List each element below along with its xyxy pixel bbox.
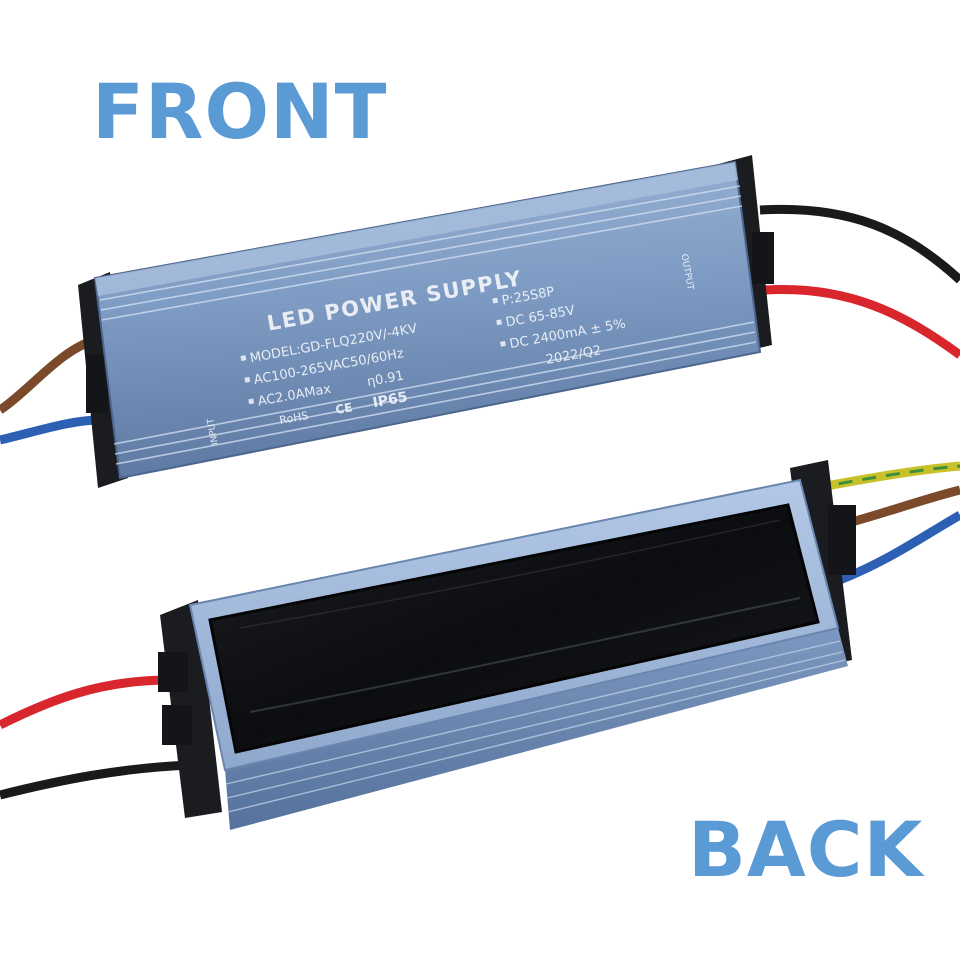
cert-ce: CE [334, 400, 353, 417]
front-left-tab [86, 355, 108, 413]
back-right-tab [828, 505, 856, 575]
back-potting-sheen-2 [239, 519, 781, 629]
back-yellow-green-stripe [814, 464, 960, 490]
front-grooves [99, 185, 757, 465]
front-right-tab [752, 232, 774, 284]
cert-rohs: RoHS [278, 409, 309, 427]
front-red-wire [764, 284, 960, 359]
input-marker: INPUT [206, 417, 221, 446]
front-brown-wire [0, 335, 97, 414]
back-blue-wire [838, 511, 960, 585]
front-blue-wire [0, 415, 101, 445]
front-black-wire [759, 204, 960, 284]
back-black-wire [0, 760, 191, 800]
back-heading: BACK [688, 805, 924, 894]
back-power-supply [158, 460, 856, 830]
back-left-tab-lower [162, 705, 192, 745]
cert-ip65: IP65 [372, 389, 409, 411]
back-red-wire [0, 675, 171, 730]
back-housing-side [225, 628, 848, 830]
back-side-grooves [225, 640, 846, 813]
front-heading: FRONT [92, 67, 388, 156]
front-power-supply: LED POWER SUPPLY INPUT OUTPUT MODEL:GD-F… [78, 155, 774, 488]
spec-efficiency: η0.91 [366, 369, 405, 390]
back-potting-sheen [249, 597, 801, 713]
front-wires [0, 204, 960, 445]
front-housing-top-edge [95, 162, 738, 296]
back-left-tab-upper [158, 652, 188, 692]
spec-bullets [240, 297, 506, 405]
front-housing [93, 160, 762, 480]
